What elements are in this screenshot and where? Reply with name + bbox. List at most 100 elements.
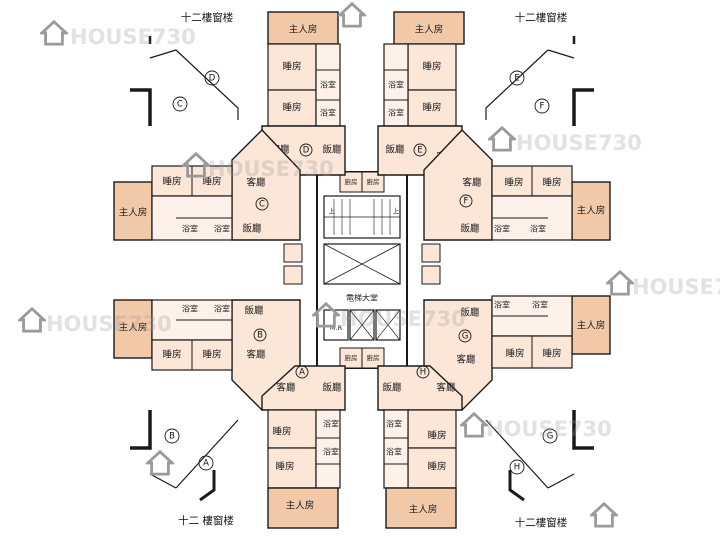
unit-c-letter: C xyxy=(259,200,265,210)
machine-room-label: M.R xyxy=(330,324,343,332)
watermark-text: HOUSE730 xyxy=(632,275,720,299)
central-core: 上 上 電梯大堂 M.R 廚房 廚房 廚房 廚房 xyxy=(283,171,441,369)
core-kitchen-right-1 xyxy=(421,243,441,263)
watermark-logo: HOUSE730 xyxy=(606,270,720,299)
floor-caption-top-right: 十二樓窗楼 xyxy=(515,11,568,24)
roof-unit-d-letter: D xyxy=(209,74,216,84)
watermark-text: HOUSE730 xyxy=(70,25,196,49)
stair-label-left: 上 xyxy=(329,206,336,215)
unit-e-bath-label: 浴室 xyxy=(388,108,404,118)
watermark-text: HOUSE730 xyxy=(46,312,172,336)
watermark-logo: HOUSE730 xyxy=(18,307,172,336)
unit-d-bedroom-label: 睡房 xyxy=(282,102,301,114)
watermark-logo: HOUSE730 xyxy=(488,126,642,155)
unit-f-letter: F xyxy=(464,197,469,207)
core-kitchen-label: 廚房 xyxy=(367,177,380,186)
unit-a-dining-label: 飯廳 xyxy=(322,382,342,394)
roof-outline-top-right xyxy=(485,36,594,126)
core-kitchen-label: 廚房 xyxy=(367,353,380,362)
unit-b-living-label: 客廳 xyxy=(246,349,266,361)
unit-d-letter: D xyxy=(303,146,310,156)
unit-g-bath-label: 浴室 xyxy=(494,300,510,310)
roof-unit-g-letter: G xyxy=(547,432,554,442)
unit-c-bedroom-label: 睡房 xyxy=(162,176,181,188)
watermark-logo: HOUSE730 xyxy=(460,412,612,441)
watermark-text: HOUSE730 xyxy=(208,157,334,181)
unit-c-bath-label: 浴室 xyxy=(214,224,230,234)
core-kitchen-left-1 xyxy=(283,243,303,263)
unit-d-bath-label: 浴室 xyxy=(320,108,336,118)
core-kitchen-label: 廚房 xyxy=(345,353,358,362)
roof-outline-bottom-left xyxy=(130,410,239,502)
roof-unit-c-letter: C xyxy=(177,100,183,110)
unit-b-letter: B xyxy=(257,331,263,341)
floor-caption-bottom-left: 十二 樓窗楼 xyxy=(178,514,234,527)
watermark-text: HOUSE730 xyxy=(516,131,642,155)
unit-e-master-label: 主人房 xyxy=(415,24,444,36)
unit-e-letter: E xyxy=(417,146,422,156)
core-kitchen-bottom-right xyxy=(361,347,385,369)
roof-unit-a-letter: A xyxy=(203,459,209,469)
unit-a-letter: A xyxy=(299,368,305,378)
watermark-logo: HOUSE730 xyxy=(182,152,334,181)
roof-outline-bottom-right xyxy=(485,410,594,502)
unit-e-bedroom-label: 睡房 xyxy=(422,61,441,73)
unit-g-bath-label: 浴室 xyxy=(532,300,548,310)
unit-a-bedroom-label: 睡房 xyxy=(272,426,291,438)
floor-caption-bottom-right: 十二樓窗楼 xyxy=(515,516,568,529)
unit-g-bedroom-label: 睡房 xyxy=(542,348,561,360)
unit-f-bath-label: 浴室 xyxy=(494,224,510,234)
unit-f-bath-label: 浴室 xyxy=(530,224,546,234)
unit-h-bedroom-label: 睡房 xyxy=(427,430,446,442)
unit-a-bath-label: 浴室 xyxy=(323,447,339,457)
roof-unit-f-letter: F xyxy=(540,102,545,112)
unit-b-bedroom-label: 睡房 xyxy=(162,349,181,361)
roof-unit-b-letter: B xyxy=(169,432,175,442)
unit-c: 主人房 睡房 睡房 浴室 浴室 客廳 飯廳 C xyxy=(113,128,301,241)
unit-d-bath-label: 浴室 xyxy=(320,80,336,90)
unit-b: 主人房 浴室 浴室 睡房 睡房 飯廳 客廳 B xyxy=(113,299,301,412)
unit-h-letter: H xyxy=(420,368,426,378)
unit-a-bath-label: 浴室 xyxy=(323,419,339,429)
unit-h-dining-label: 飯廳 xyxy=(382,382,402,394)
watermark-logo xyxy=(338,2,366,28)
core-kitchen-right-2 xyxy=(421,265,441,285)
unit-f-master-label: 主人房 xyxy=(577,205,606,217)
unit-f: 主人房 睡房 睡房 浴室 浴室 客廳 飯廳 F xyxy=(423,128,611,241)
unit-f-bedroom-label: 睡房 xyxy=(504,177,523,189)
unit-g-bedroom-label: 睡房 xyxy=(505,348,524,360)
unit-c-living-label: 客廳 xyxy=(246,177,266,189)
roof-outline-top-left xyxy=(130,36,239,126)
unit-b-bath-label: 浴室 xyxy=(182,304,198,314)
core-kitchen-top-right xyxy=(361,171,385,193)
unit-a-master-label: 主人房 xyxy=(286,500,315,512)
unit-g-master-label: 主人房 xyxy=(577,320,606,332)
unit-d-dining-label: 飯廳 xyxy=(322,144,342,156)
unit-a: 客廳 飯廳 A 睡房 睡房 浴室 浴室 主人房 xyxy=(261,365,346,529)
stair-label-right: 上 xyxy=(393,206,400,215)
unit-e: 主人房 睡房 睡房 浴室 浴室 飯廳 客廳 E xyxy=(377,11,465,176)
lift-lobby-label: 電梯大堂 xyxy=(346,293,378,303)
unit-g-letter: G xyxy=(462,332,469,342)
unit-g-dining-label: 飯廳 xyxy=(460,307,480,319)
unit-e-bath-label: 浴室 xyxy=(388,80,404,90)
unit-g-living-label: 客廳 xyxy=(456,354,476,366)
unit-b-dining-label: 飯廳 xyxy=(244,305,264,317)
unit-e-dining-label: 飯廳 xyxy=(385,144,405,156)
watermark-logo xyxy=(146,450,174,476)
unit-h-master-label: 主人房 xyxy=(409,504,438,516)
watermark-text: HOUSE730 xyxy=(340,307,466,331)
unit-b-bedroom-label: 睡房 xyxy=(202,349,221,361)
unit-b-bath-label: 浴室 xyxy=(214,304,230,314)
watermark-logo xyxy=(590,502,618,528)
unit-g: 主人房 浴室 浴室 睡房 睡房 飯廳 客廳 G xyxy=(423,295,611,412)
core-kitchen-label: 廚房 xyxy=(345,177,358,186)
floor-caption-top-left: 十二樓窗楼 xyxy=(181,11,234,24)
unit-h-bath-label: 浴室 xyxy=(386,447,402,457)
watermark-text: HOUSE730 xyxy=(486,417,612,441)
unit-h-bath-label: 浴室 xyxy=(386,419,402,429)
unit-c-dining-label: 飯廳 xyxy=(242,223,262,235)
watermark-logo: HOUSE730 xyxy=(312,302,466,331)
unit-f-living-label: 客廳 xyxy=(462,177,482,189)
unit-b-master-label: 主人房 xyxy=(119,322,148,334)
